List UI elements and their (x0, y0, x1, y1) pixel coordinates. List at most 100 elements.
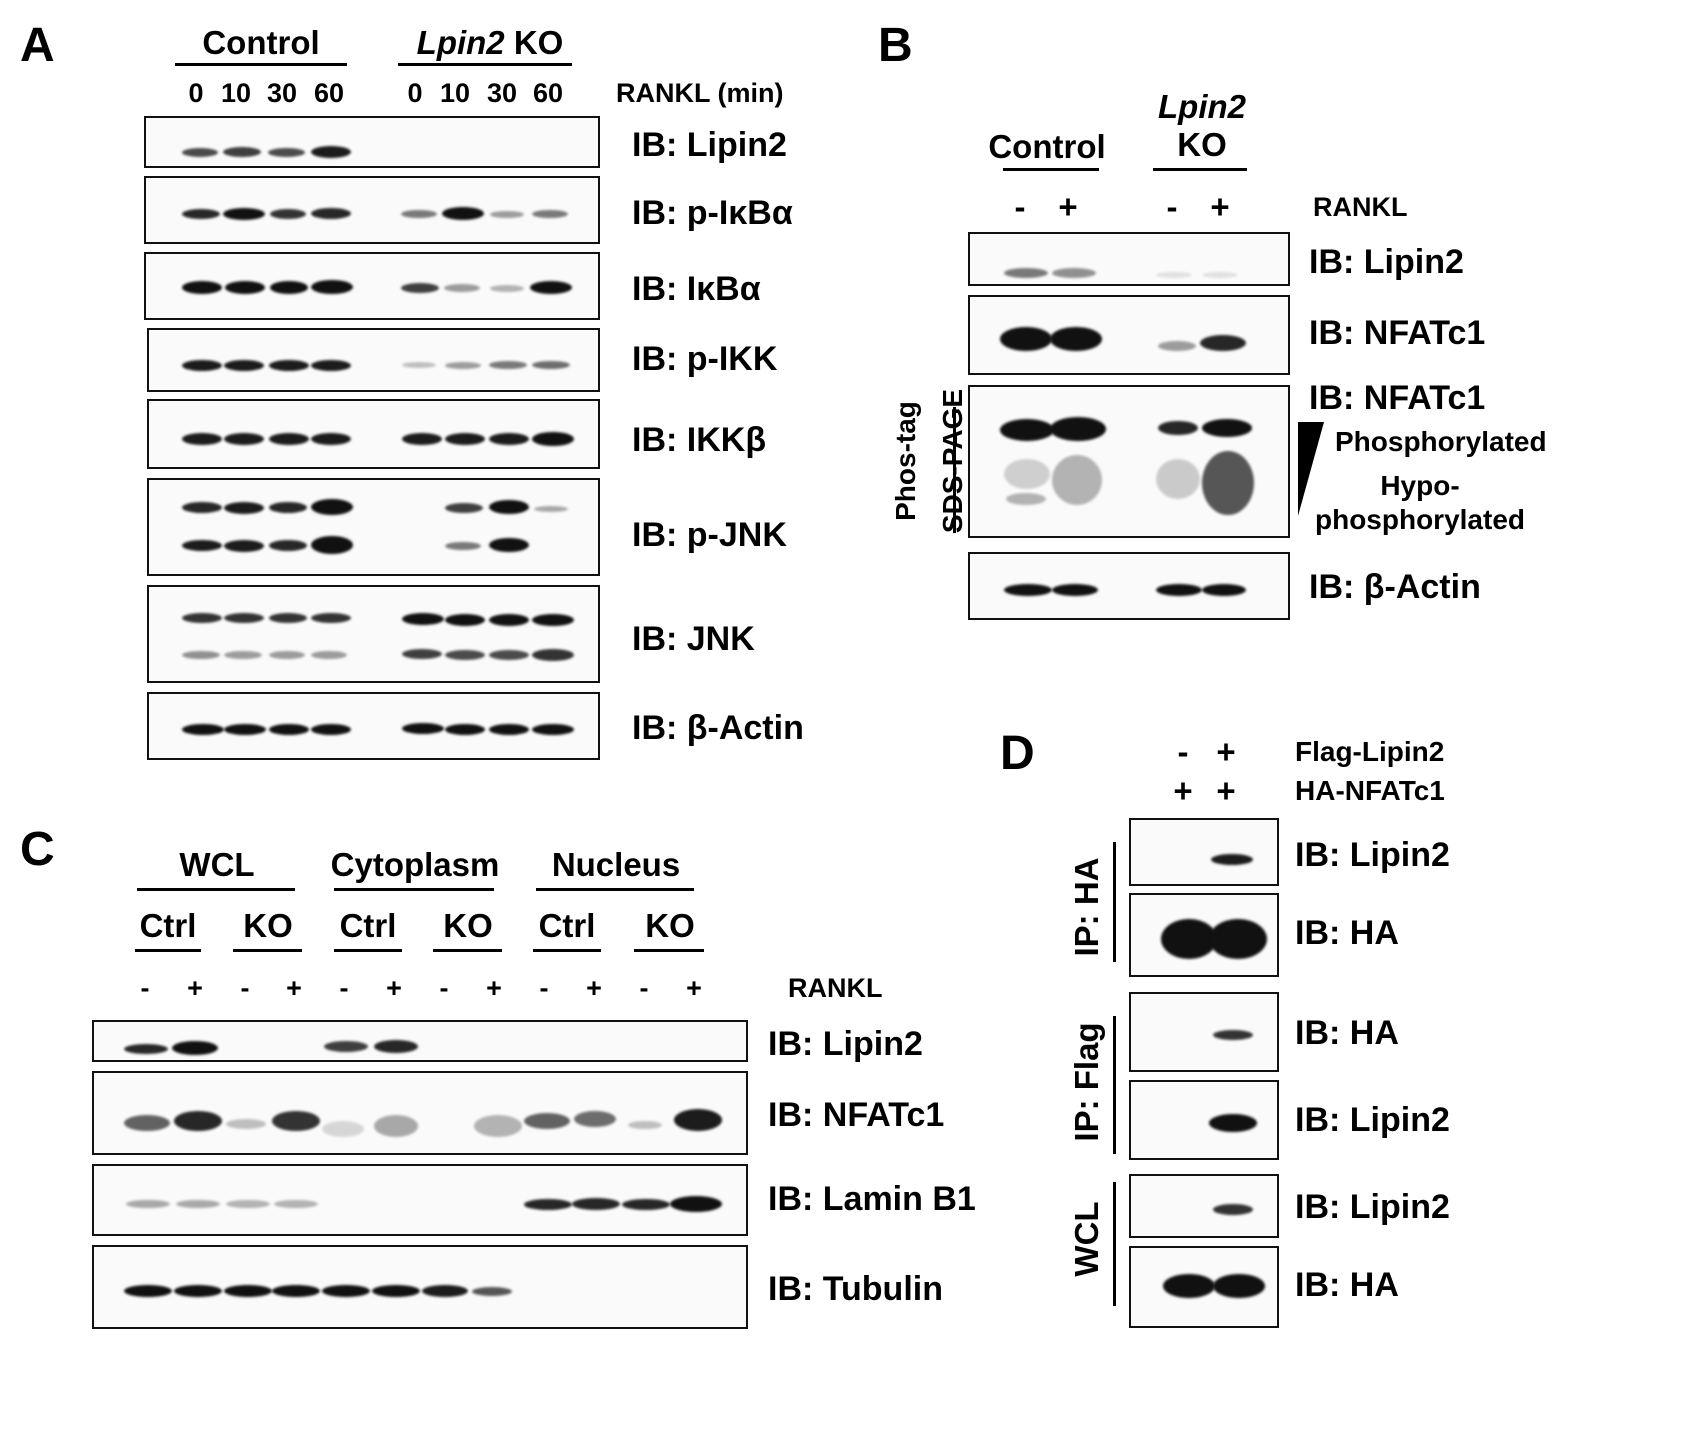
d-sign-row2: + (1216, 772, 1236, 809)
d-blot-ip-ha-ha (1129, 893, 1279, 977)
b-blot-nfatc1 (968, 295, 1290, 375)
d-wcl-bracket (1113, 1182, 1116, 1306)
c-ib-label: IB: Tubulin (768, 1270, 943, 1308)
b-side-label-1: Phos-tag (890, 401, 921, 521)
a-ib-label: IB: Lipin2 (632, 126, 787, 164)
c-sign: + (586, 973, 602, 1003)
c-group: Nucleus (551, 846, 681, 883)
c-blot-lipin2 (92, 1020, 748, 1062)
a-group-control-bar (175, 63, 347, 66)
c-sub-bar (334, 949, 402, 952)
d-blot-wcl-ha (1129, 1246, 1279, 1328)
c-ib-label: IB: NFATc1 (768, 1096, 945, 1134)
a-treatment-label: RANKL (min) (616, 78, 784, 108)
d-row1-label: Flag-Lipin2 (1295, 736, 1445, 767)
d-ib-label: IB: Lipin2 (1295, 1101, 1450, 1139)
a-ib-label: IB: β-Actin (632, 709, 804, 747)
a-blot-jnk (147, 585, 600, 683)
b-group-ko-line2: KO (1177, 126, 1227, 163)
c-group-bar (536, 888, 694, 891)
b-treatment-label: RANKL (1313, 192, 1408, 222)
a-blot-p-ikk (147, 328, 600, 392)
a-blot-b-actin (147, 692, 600, 760)
d-sign-row2: + (1173, 772, 1193, 809)
b-side-label-2: SDS-PAGE (937, 371, 968, 551)
d-ip-flag-label: IP: Flag (1068, 1022, 1105, 1142)
c-sign: - (639, 973, 649, 1003)
d-ib-label: IB: HA (1295, 1014, 1399, 1052)
c-sub-bar (533, 949, 601, 952)
b-group-control: Control (988, 128, 1106, 165)
d-ib-label: IB: Lipin2 (1295, 836, 1450, 874)
a-time: 0 (188, 78, 204, 108)
b-group-ko-line1: Lpin2 (1158, 88, 1246, 125)
b-blot-nfatc1-phostag (968, 385, 1290, 538)
panel-c-letter: C (20, 823, 55, 876)
d-wcl-label: WCL (1068, 1201, 1105, 1277)
b-ib-label: IB: NFATc1 (1309, 314, 1486, 352)
a-blot-ikba (144, 252, 600, 320)
c-group-bar (137, 888, 295, 891)
b-phos-gradient-wedge (1298, 422, 1324, 516)
d-blot-ip-ha-lipin2 (1129, 818, 1279, 886)
c-ib-label: IB: Lamin B1 (768, 1180, 976, 1218)
b-hypo-label-1: Hypo- (1380, 470, 1460, 501)
a-ib-label: IB: IKKβ (632, 421, 767, 459)
a-time: 10 (220, 78, 252, 108)
b-ib-label: IB: NFATc1 (1309, 379, 1486, 417)
b-sign: - (1166, 188, 1178, 225)
b-phos-label: Phosphorylated (1335, 426, 1547, 457)
d-ip-ha-label: IP: HA (1068, 857, 1105, 957)
a-time: 30 (266, 78, 298, 108)
a-blot-p-jnk (147, 478, 600, 576)
c-sub: Ctrl (339, 907, 397, 944)
c-sign: + (486, 973, 502, 1003)
a-blot-ikkb (147, 399, 600, 469)
a-group-control: Control (202, 24, 320, 61)
c-sign: + (386, 973, 402, 1003)
b-group-control-bar (1003, 168, 1099, 171)
c-sign: + (286, 973, 302, 1003)
b-blot-b-actin (968, 552, 1290, 620)
b-ib-label: IB: Lipin2 (1309, 243, 1464, 281)
c-group: Cytoplasm (330, 846, 500, 883)
c-sub-bar (135, 949, 201, 952)
a-time: 60 (313, 78, 345, 108)
c-sub-bar (233, 949, 302, 952)
d-blot-ip-flag-lipin2 (1129, 1080, 1279, 1160)
a-blot-lipin2 (144, 116, 600, 168)
b-blot-lipin2 (968, 232, 1290, 286)
c-group: WCL (179, 846, 255, 883)
d-sign-row1: + (1216, 733, 1236, 770)
c-ib-label: IB: Lipin2 (768, 1025, 923, 1063)
panel-d-letter: D (1000, 727, 1035, 780)
panel-a-letter: A (20, 19, 55, 72)
b-hypo-label-2: phosphorylated (1314, 504, 1526, 535)
c-treatment-label: RANKL (788, 973, 883, 1003)
d-sign-row1: - (1177, 733, 1189, 770)
c-sign: - (339, 973, 349, 1003)
b-ib-label: IB: β-Actin (1309, 568, 1481, 606)
c-sub-bar (634, 949, 704, 952)
a-time: 60 (532, 78, 564, 108)
a-group-ko: Lpin2 KO (416, 24, 564, 61)
c-blot-tubulin (92, 1245, 748, 1329)
d-ib-label: IB: HA (1295, 914, 1399, 952)
c-sign: + (187, 973, 203, 1003)
d-ip-flag-bracket (1113, 1016, 1116, 1154)
c-sign: - (140, 973, 150, 1003)
a-ib-label: IB: IκBα (632, 270, 761, 308)
a-time: 30 (486, 78, 518, 108)
c-sub: Ctrl (139, 907, 197, 944)
c-group-bar (334, 888, 494, 891)
panel-b-letter: B (878, 19, 913, 72)
c-blot-nfatc1 (92, 1071, 748, 1155)
a-blot-p-ikba (144, 176, 600, 244)
a-group-ko-bar (398, 63, 572, 66)
b-side-bracket (953, 407, 956, 533)
a-ib-label: IB: p-IκBα (632, 194, 793, 232)
a-ib-label: IB: p-IKK (632, 340, 778, 378)
c-sign: - (240, 973, 250, 1003)
a-time: 10 (439, 78, 471, 108)
c-sub: Ctrl (538, 907, 596, 944)
